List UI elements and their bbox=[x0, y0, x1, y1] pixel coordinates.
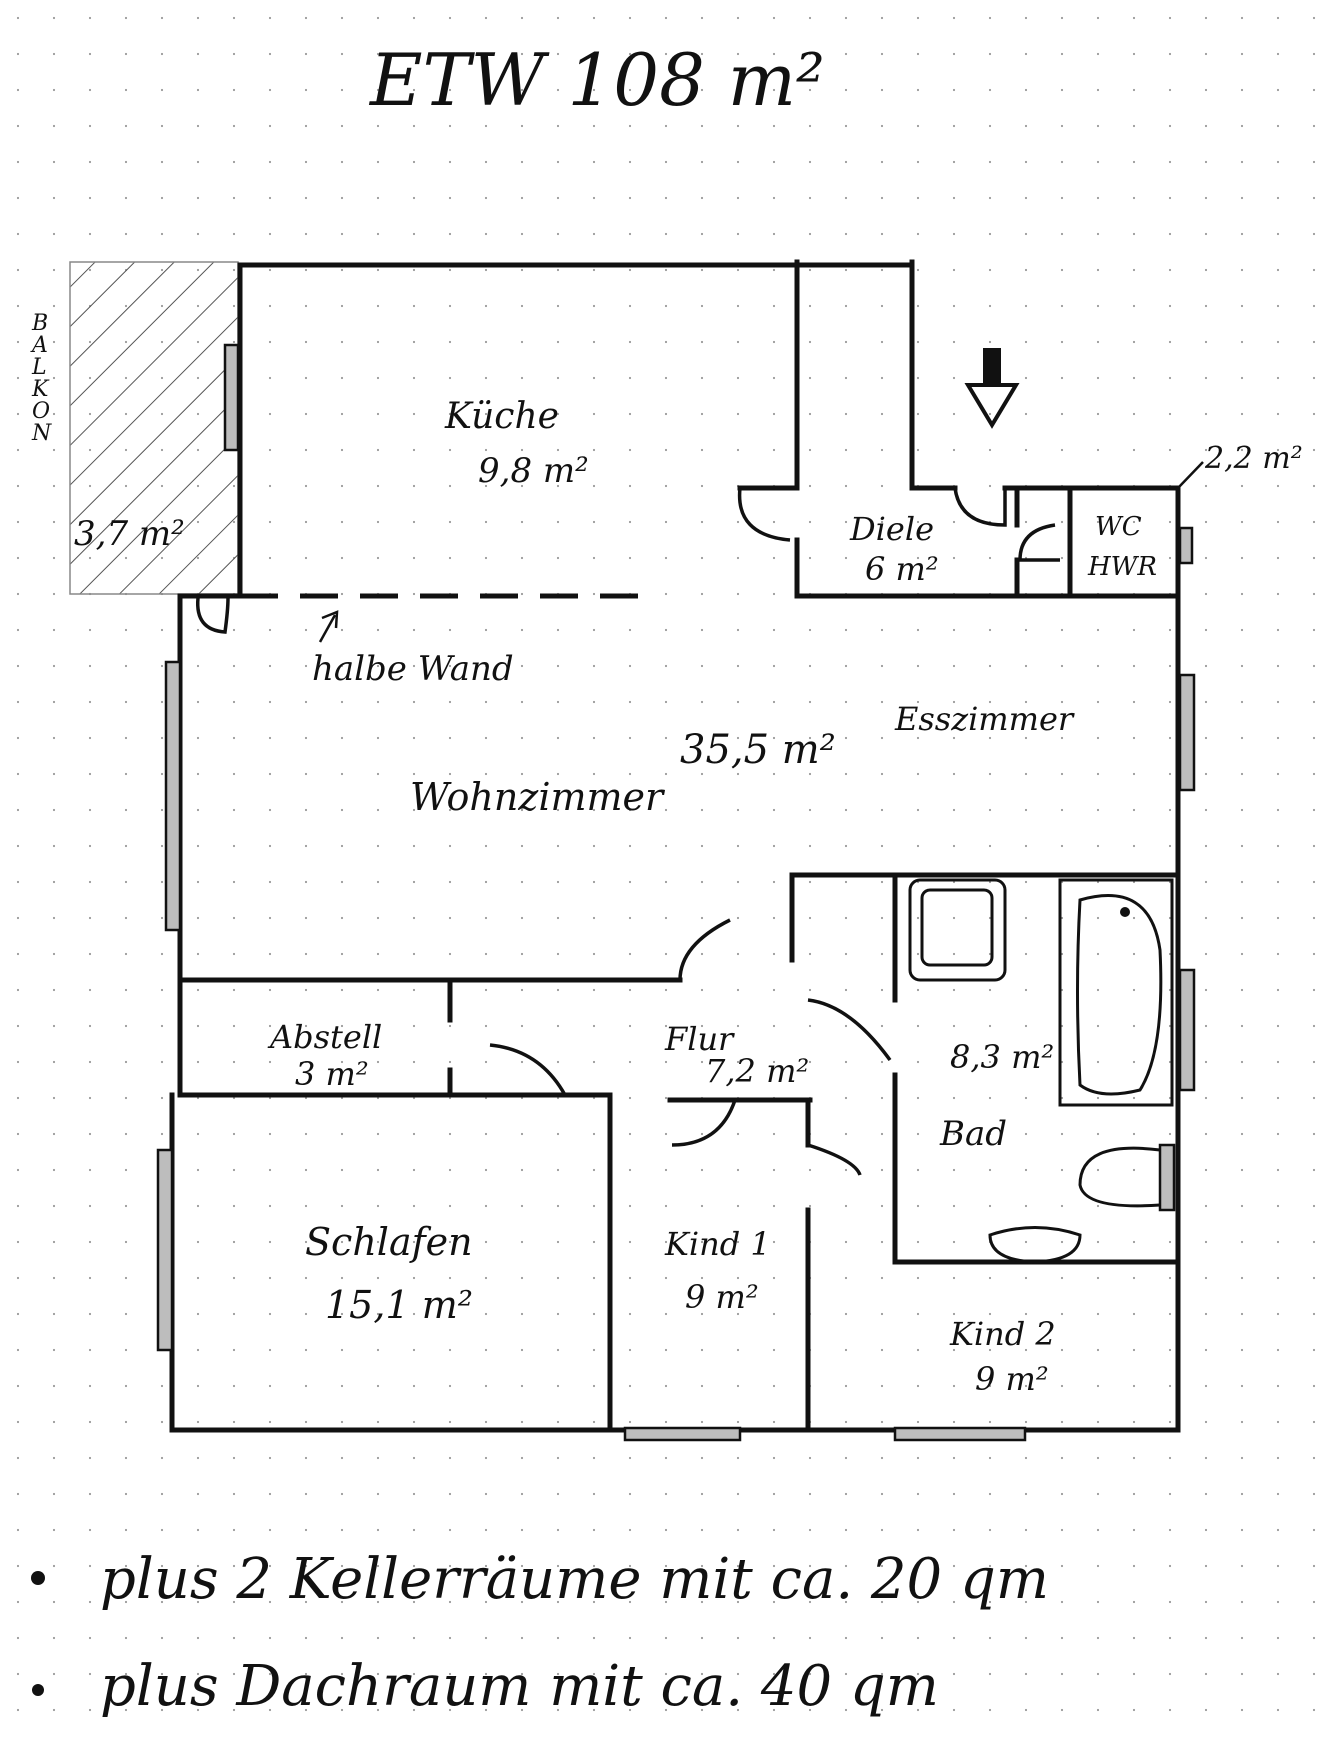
svg-text:15,1 m²: 15,1 m² bbox=[325, 1283, 473, 1327]
svg-text:Kind 2: Kind 2 bbox=[949, 1315, 1056, 1353]
svg-text:B: B bbox=[31, 311, 48, 336]
room-esszimmer: Esszimmer bbox=[894, 700, 1075, 738]
bullet-icon bbox=[31, 1571, 45, 1585]
doors bbox=[196, 487, 1060, 1176]
notes: plus 2 Kellerräume mit ca. 20 qm plus Da… bbox=[31, 1547, 1049, 1719]
room-flur: Flur 7,2 m² bbox=[664, 1020, 809, 1090]
windows bbox=[156, 343, 1196, 1442]
svg-text:Flur: Flur bbox=[664, 1020, 735, 1058]
svg-text:HWR: HWR bbox=[1087, 552, 1157, 582]
balcony-area: 3,7 m² bbox=[74, 514, 185, 554]
half-wall-annotation: halbe Wand bbox=[312, 610, 514, 689]
note-2: plus Dachraum mit ca. 40 qm bbox=[100, 1654, 939, 1719]
room-wc: WC HWR 2,2 m² bbox=[1087, 441, 1303, 582]
svg-text:35,5 m²: 35,5 m² bbox=[680, 727, 836, 773]
svg-text:WC: WC bbox=[1095, 512, 1142, 542]
room-schlafen: Schlafen 15,1 m² bbox=[305, 1220, 473, 1327]
room-kind2: Kind 2 9 m² bbox=[949, 1315, 1056, 1398]
room-diele: Diele 6 m² bbox=[849, 510, 939, 588]
svg-text:9,8 m²: 9,8 m² bbox=[478, 451, 589, 491]
svg-text:3 m²: 3 m² bbox=[295, 1055, 369, 1093]
svg-text:6 m²: 6 m² bbox=[865, 550, 939, 588]
svg-text:9 m²: 9 m² bbox=[685, 1278, 759, 1316]
svg-text:8,3 m²: 8,3 m² bbox=[950, 1038, 1054, 1076]
svg-text:K: K bbox=[31, 377, 50, 402]
room-wohnzimmer: Wohnzimmer 35,5 m² bbox=[410, 727, 836, 819]
balcony: B A L K O N 3,7 m² bbox=[30, 261, 239, 595]
page-title: ETW 108 m² bbox=[368, 38, 825, 122]
bullet-icon bbox=[32, 1684, 44, 1696]
bathroom-fixtures bbox=[908, 878, 1174, 1264]
room-kind1: Kind 1 9 m² bbox=[664, 1225, 771, 1316]
svg-text:Bad: Bad bbox=[939, 1114, 1007, 1154]
svg-text:Küche: Küche bbox=[444, 396, 559, 437]
svg-text:2,2 m²: 2,2 m² bbox=[1204, 441, 1303, 476]
svg-text:7,2 m²: 7,2 m² bbox=[705, 1052, 809, 1090]
svg-text:Kind 1: Kind 1 bbox=[664, 1225, 771, 1263]
svg-text:A: A bbox=[30, 333, 48, 358]
svg-text:Abstell: Abstell bbox=[267, 1018, 382, 1056]
svg-text:Esszimmer: Esszimmer bbox=[894, 700, 1075, 738]
svg-text:N: N bbox=[31, 421, 52, 446]
svg-text:9 m²: 9 m² bbox=[975, 1360, 1049, 1398]
svg-text:halbe Wand: halbe Wand bbox=[312, 649, 514, 689]
svg-text:Diele: Diele bbox=[849, 510, 934, 548]
note-1: plus 2 Kellerräume mit ca. 20 qm bbox=[100, 1547, 1049, 1612]
svg-text:Wohnzimmer: Wohnzimmer bbox=[410, 775, 666, 819]
balcony-vertical-label: B A L K O N bbox=[30, 311, 52, 446]
svg-text:Schlafen: Schlafen bbox=[305, 1220, 473, 1264]
entrance-arrow-icon bbox=[964, 348, 1020, 429]
room-bad: 8,3 m² Bad bbox=[939, 1038, 1054, 1154]
svg-text:O: O bbox=[32, 399, 50, 424]
svg-text:L: L bbox=[31, 355, 47, 380]
room-abstell: Abstell 3 m² bbox=[267, 1018, 382, 1093]
room-kueche: Küche 9,8 m² bbox=[444, 396, 589, 491]
